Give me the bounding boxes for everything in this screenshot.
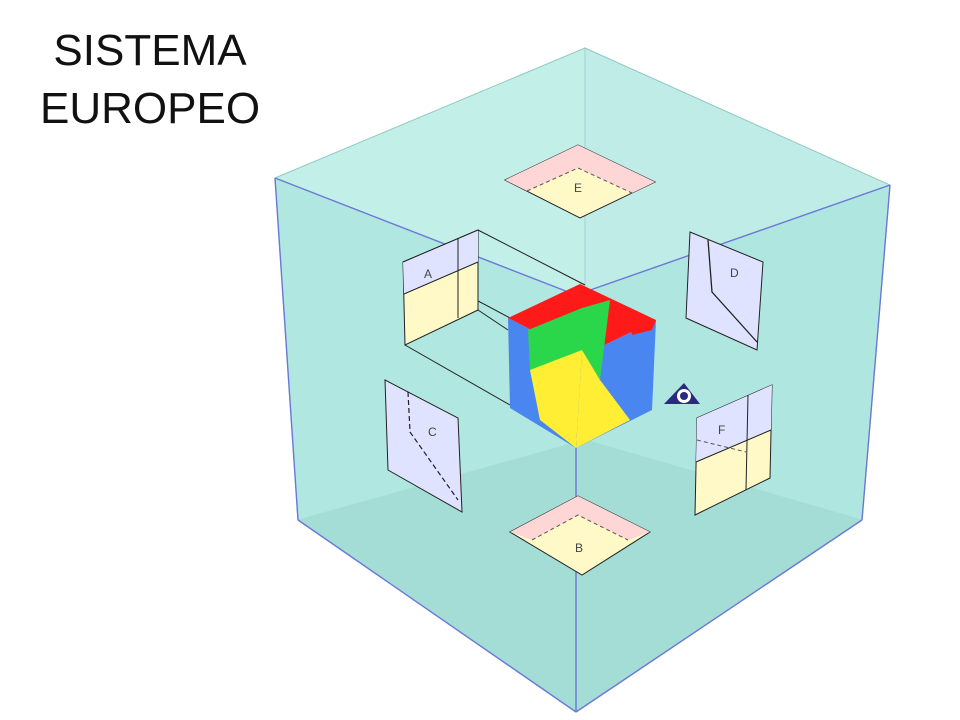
cube-left-green (528, 308, 582, 370)
colored-cube (508, 284, 656, 448)
panel-c-label: C (428, 425, 437, 439)
cube-right-yellow (576, 350, 630, 448)
cube-right-red-slot (630, 320, 656, 335)
title-line-2: EUROPEO (40, 84, 261, 133)
panel-f: F (694, 384, 773, 516)
panel-d-label: D (730, 266, 739, 280)
panel-f-label: F (718, 423, 725, 437)
panel-a: A (402, 229, 479, 346)
panel-b-label: B (575, 541, 583, 555)
cube-left-yellow (530, 350, 582, 448)
panel-e-label: E (574, 181, 582, 195)
cube-right-green (582, 300, 610, 380)
title-line-1: SISTEMA (53, 26, 247, 75)
panel-c: C (384, 379, 463, 513)
panel-b: B (508, 495, 652, 576)
panel-d: D (685, 231, 764, 351)
eye-icon (664, 383, 700, 404)
slide-title: SISTEMA EUROPEO (40, 22, 260, 138)
panel-a-label: A (424, 267, 432, 281)
panel-e: E (503, 144, 657, 219)
